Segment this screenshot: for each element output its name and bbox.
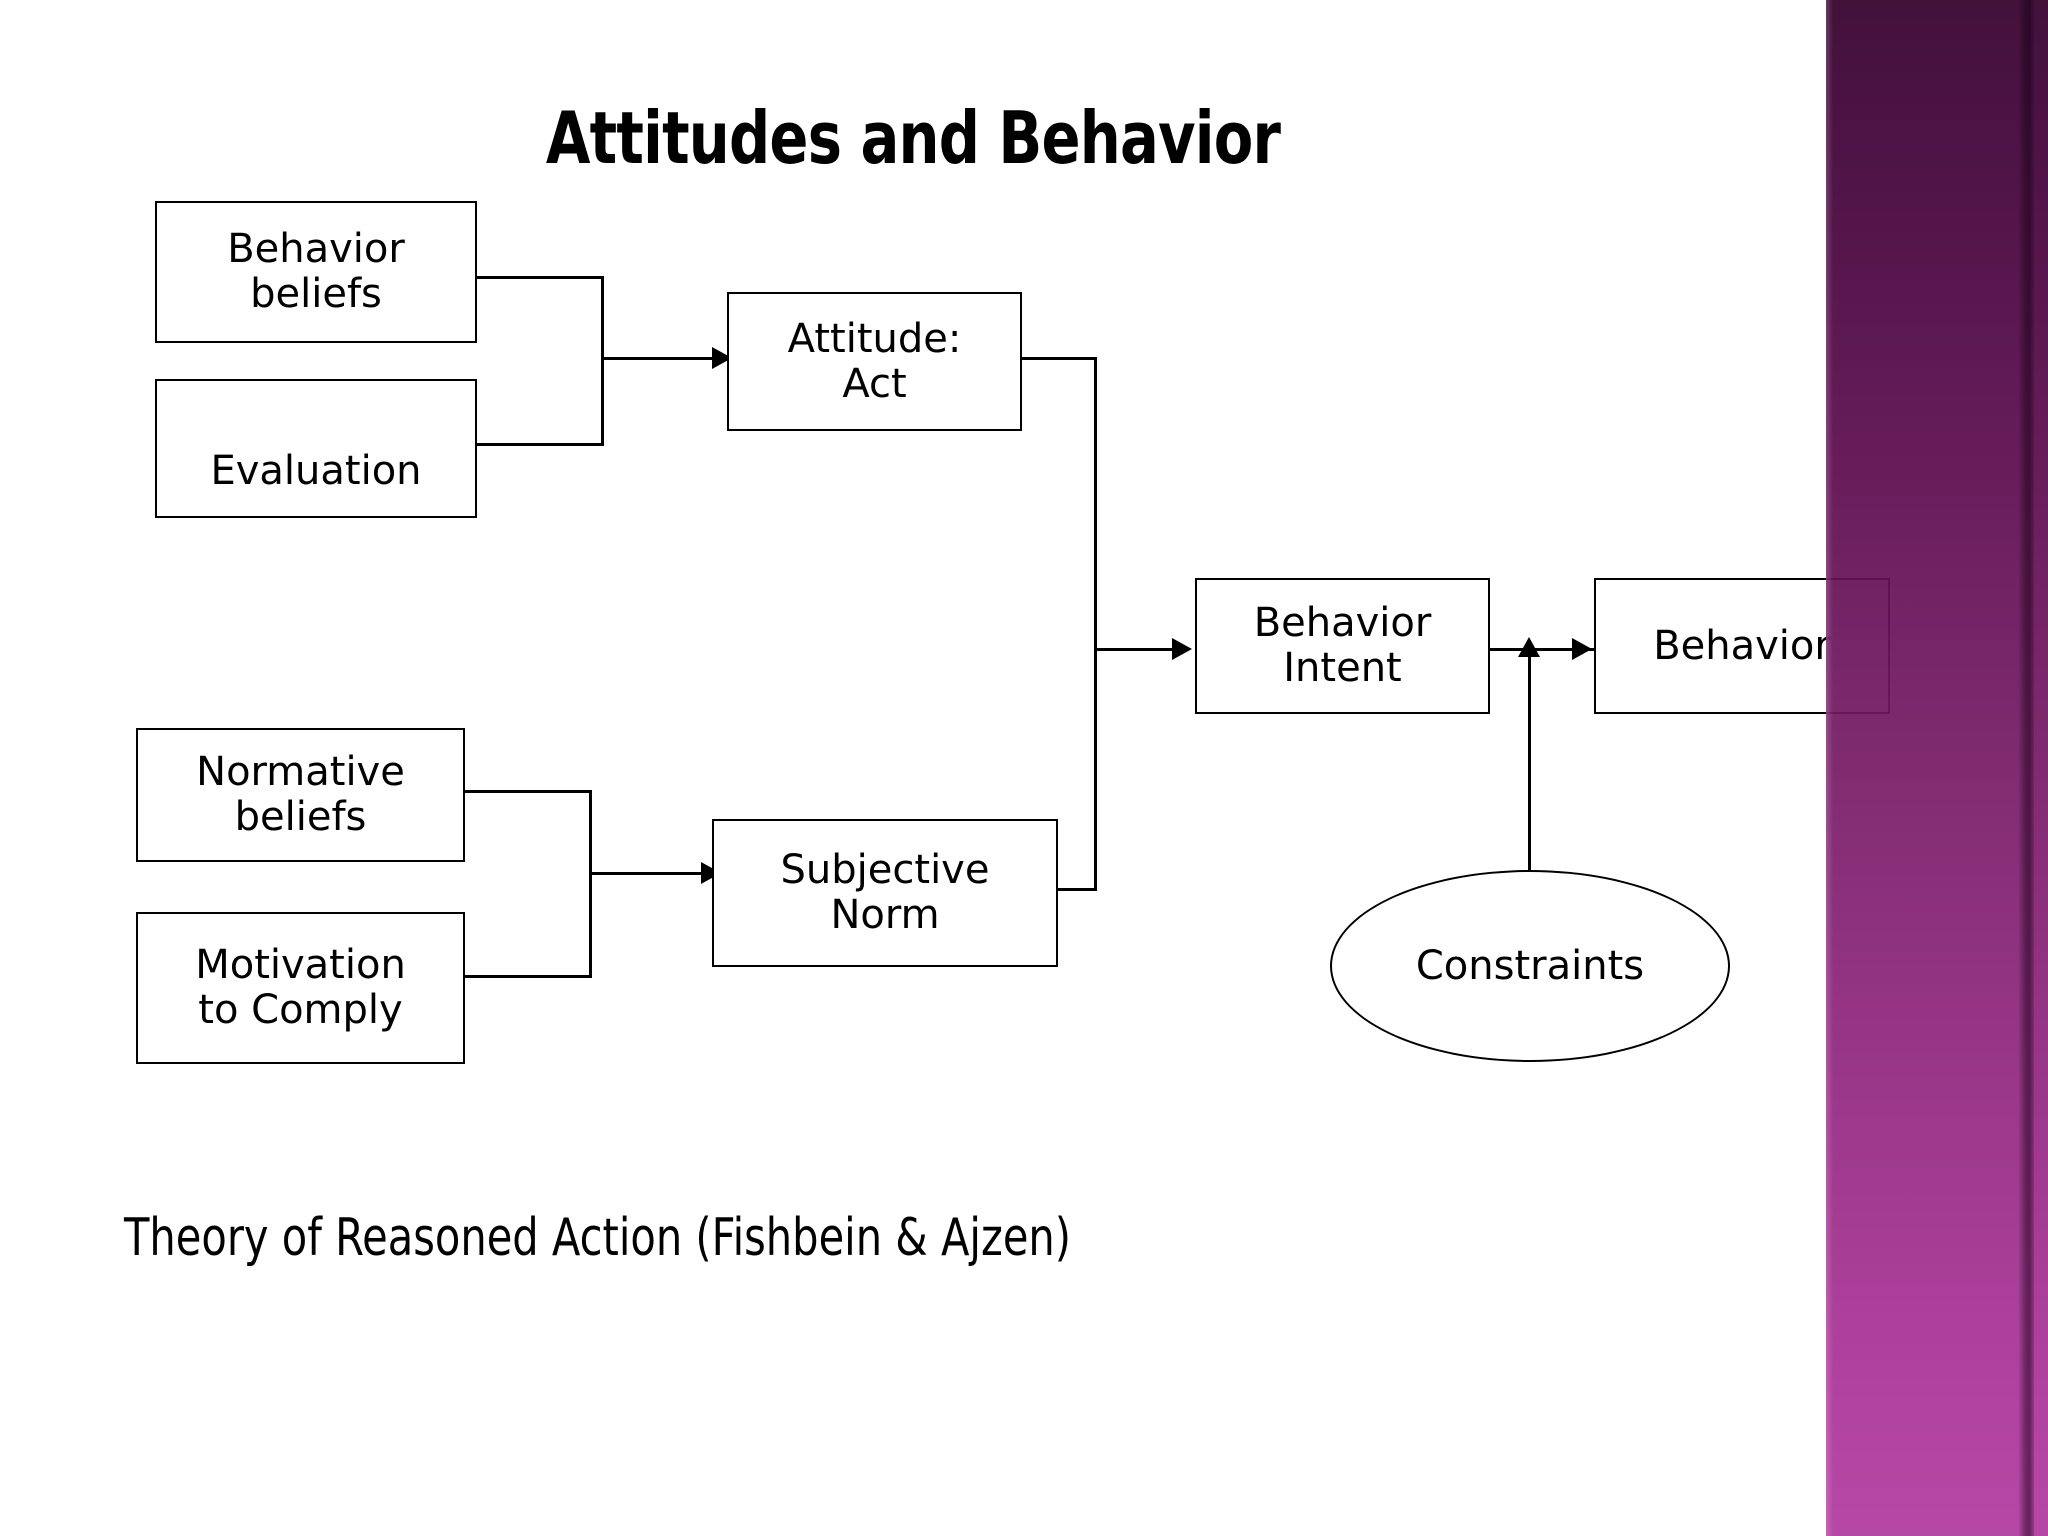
connector-intent-to-behavior — [1490, 648, 1594, 651]
node-behavior-label: Behavior — [1653, 622, 1831, 669]
purple-band-left-highlight — [1826, 0, 1833, 1536]
node-attitude-act-label: Attitude: Act — [787, 315, 962, 407]
caption-text: Theory of Reasoned Action (Fishbein & Aj… — [124, 1208, 1072, 1268]
node-label-line2: Norm — [830, 892, 940, 938]
node-label-line2: beliefs — [250, 271, 382, 317]
node-label-line1: Behavior — [1253, 600, 1432, 647]
arrowhead-into-behavior — [1572, 638, 1592, 660]
connector-motivation-out — [464, 975, 592, 978]
connector-top-merge-to-attitude — [601, 357, 714, 360]
connector-top-merge-vertical — [601, 276, 604, 446]
node-label-line2: Act — [842, 360, 907, 407]
connector-normative-beliefs-out — [464, 790, 592, 793]
node-attitude-act[interactable]: Attitude: Act — [727, 292, 1022, 431]
connector-attitude-out — [1022, 357, 1097, 360]
node-normative-beliefs[interactable]: Normative beliefs — [136, 728, 465, 862]
node-label-line1: Behavior — [227, 226, 405, 273]
node-label-line2: beliefs — [234, 794, 367, 840]
node-subjective-norm-label: Subjective Norm — [781, 848, 990, 938]
node-constraints-label: Constraints — [1415, 943, 1645, 989]
node-label-line2: to Comply — [198, 987, 403, 1033]
node-label-line1: Subjective — [780, 847, 990, 894]
node-motivation-to-comply[interactable]: Motivation to Comply — [136, 912, 465, 1064]
page-title: Attitudes and Behavior — [545, 96, 1281, 180]
node-behavior-beliefs-label: Behavior beliefs — [227, 227, 405, 317]
connector-constraints-to-behavior — [1528, 655, 1531, 880]
node-label-line1: Normative — [196, 749, 405, 796]
node-label-line1: Attitude: — [787, 315, 962, 362]
arrowhead-constraints-up — [1518, 637, 1540, 657]
connector-subjective-norm-out — [1057, 888, 1097, 891]
node-label-line1: Motivation — [195, 942, 406, 989]
node-constraints[interactable]: Constraints — [1330, 870, 1730, 1062]
purple-band-right-shadow — [2018, 0, 2034, 1536]
connector-evaluation-out — [476, 443, 604, 446]
node-normative-beliefs-label: Normative beliefs — [196, 750, 405, 840]
connector-bottom-merge-to-norm — [589, 872, 703, 875]
node-evaluation[interactable]: Evaluation — [155, 379, 477, 518]
node-behavior-beliefs[interactable]: Behavior beliefs — [155, 201, 477, 343]
node-behavior-intent[interactable]: Behavior Intent — [1195, 578, 1490, 714]
arrowhead-into-behavior-intent — [1172, 638, 1192, 660]
connector-bottom-merge-vertical — [589, 790, 592, 978]
connector-mid-merge-vertical — [1094, 357, 1097, 891]
node-motivation-label: Motivation to Comply — [195, 943, 406, 1033]
node-label-line2: Intent — [1283, 645, 1402, 691]
node-evaluation-label: Evaluation — [210, 448, 422, 495]
node-behavior-intent-label: Behavior Intent — [1254, 601, 1432, 691]
connector-merge-to-intent — [1094, 648, 1174, 651]
connector-behavior-beliefs-out — [476, 276, 604, 279]
purple-gradient-band — [1826, 0, 2048, 1536]
node-subjective-norm[interactable]: Subjective Norm — [712, 819, 1058, 967]
